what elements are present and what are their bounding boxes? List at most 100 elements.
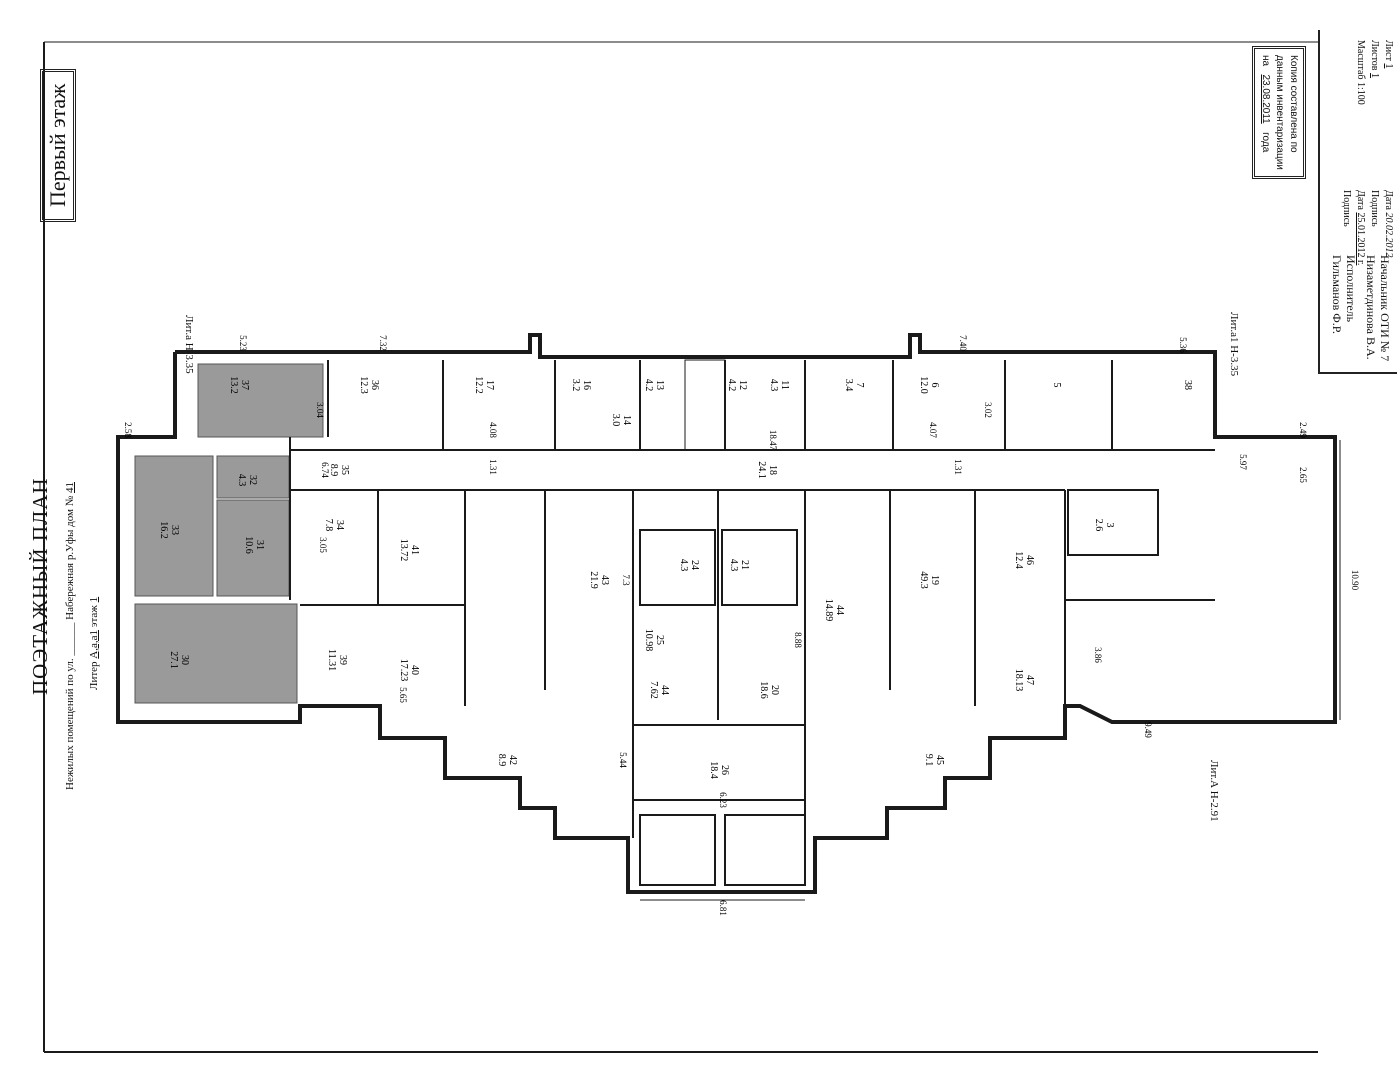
sheet-info: Лист 1 Листов 1 Масштаб 1:100 (1353, 40, 1395, 105)
room-label: 163.2 (570, 379, 592, 392)
dimension-label: 10.90 (1350, 570, 1360, 591)
dimension-label: 6.23 (718, 792, 728, 808)
room-label: 73.4 (843, 379, 865, 392)
date-label-1: Дата (1383, 190, 1394, 210)
room-label: 612.0 (918, 376, 940, 394)
dimension-label: 3.04 (315, 402, 325, 418)
room-label: 3713.2 (228, 376, 250, 394)
sheet-label: Лист (1383, 40, 1394, 61)
room-label: 5 (1051, 383, 1062, 388)
dimension-label: 3.02 (983, 402, 993, 418)
room-label: 2510.98 (643, 629, 665, 652)
dimension-label: 2.49 (1298, 422, 1308, 438)
plan-title: ПОЭТАЖНЫЙ ПЛАН (28, 477, 52, 695)
date-value-1: 20.02.2012 (1383, 212, 1394, 258)
room-label: 4321.9 (588, 571, 610, 589)
lit-a1-top: Лит.а1 Н-3.35 (1228, 312, 1240, 377)
dimension-label: 1.31 (488, 459, 498, 475)
room-label: 459.1 (923, 754, 945, 767)
room-label: 244.3 (678, 559, 700, 572)
room-label: 1949.3 (918, 571, 940, 589)
date-label-2: Дата (1355, 190, 1366, 210)
dimension-label: 3.86 (1093, 647, 1103, 663)
floor-word: этаж (88, 605, 100, 628)
lit-A: Лит.А Н-2.91 (1208, 760, 1220, 822)
room-label: 3110.6 (243, 536, 265, 554)
responsible-persons: Начальник ОТИ № 7 Низаметдинова В.А. Исп… (1330, 255, 1392, 361)
room-label: 1824.1 (756, 461, 778, 479)
exec-name: Гильманов Ф.Р. (1330, 255, 1344, 334)
dimension-label: 4.08 (488, 422, 498, 438)
dimension-label: 3.05 (318, 537, 328, 553)
dimension-label: 18.47 (768, 430, 778, 451)
dimension-label: 7.32 (378, 335, 388, 351)
exec-role: Исполнитель (1344, 255, 1358, 323)
room-label: 4113.72 (398, 539, 420, 562)
copy-stamp: Копия составлена по данным инвентаризаци… (1252, 46, 1306, 179)
title-block (1318, 30, 1397, 374)
house-number: 41 (64, 482, 76, 493)
stamp-line1: Копия составлена по (1288, 55, 1299, 153)
room-label: 3911.31 (326, 649, 348, 671)
dimension-label: 7.3 (621, 574, 631, 586)
dimension-label: 5.97 (1238, 454, 1248, 470)
dimension-label: 5.23 (238, 335, 248, 351)
sheets-label: Листов (1369, 40, 1380, 71)
dimension-label: 6.74 (320, 462, 330, 478)
building-outline (116, 333, 1337, 894)
room-label: 32.6 (1093, 519, 1115, 532)
stamp-suffix: года (1260, 132, 1271, 153)
dimension-label: 6.81 (718, 900, 728, 916)
room-label: 358.9 (328, 464, 350, 477)
dimension-label: 4.07 (928, 422, 938, 438)
room-label: 214.3 (728, 559, 750, 572)
sheets-value: 1 (1369, 73, 1380, 79)
room-label: 4414.89 (823, 599, 845, 622)
room-label: 38 (1182, 380, 1193, 390)
room-label: 4612.4 (1013, 551, 1035, 569)
liter-line: Литер А,а,а1 этаж 1 (88, 597, 100, 690)
stamp-line2: данным инвентаризации (1274, 55, 1285, 170)
room-label: 1712.2 (473, 376, 495, 394)
lit-a-top: Лит.а Н-3.35 (183, 315, 195, 374)
sheet-value: 1 (1383, 63, 1394, 69)
room-label: 447.62 (648, 681, 670, 699)
room-label: 143.0 (610, 414, 632, 427)
room-label: 2018.6 (758, 681, 780, 699)
floor-label-box: Первый этаж (40, 68, 76, 222)
dimension-label: 2.58 (123, 422, 133, 438)
address-prefix: Нежилых помещений по ул. (64, 658, 76, 790)
scale-label: Масштаб 1:100 (1355, 40, 1366, 105)
dimension-label: 2.65 (1298, 467, 1308, 483)
room-label: 134.2 (643, 379, 665, 392)
floor-label: Первый этаж (45, 83, 70, 207)
room-label: 324.3 (236, 474, 258, 487)
dimension-label: 7.40 (958, 335, 968, 351)
stamp-line3: на 23.08.2011 года (1258, 55, 1272, 170)
floor-number: 1 (88, 596, 100, 603)
room-label: 2618.4 (708, 761, 730, 779)
room-label: 3316.2 (158, 521, 180, 539)
stamp-prefix: на (1260, 55, 1271, 67)
dimension-label: 5.65 (398, 687, 408, 703)
street: Набережная р.Уфы (64, 529, 76, 620)
room-label: 3027.1 (168, 651, 190, 669)
dimension-label: 5.44 (618, 752, 628, 768)
room-label: 124.2 (726, 379, 748, 392)
house-label: дом № (64, 495, 76, 527)
interior-walls (289, 359, 1215, 886)
room-label: 428.9 (496, 754, 518, 767)
dimension-label: 1.31 (953, 459, 963, 475)
address-line: Нежилых помещений по ул. ______ Набережн… (64, 482, 76, 790)
dimension-label: 8.88 (793, 632, 803, 648)
room-label: 4718.13 (1013, 669, 1035, 692)
liter-value: А,а,а1 (88, 629, 100, 659)
head-name: Низаметдинова В.А. (1364, 255, 1378, 360)
liter-label: Литер (88, 661, 100, 690)
dimension-label: 5.36 (1178, 337, 1188, 353)
stamp-date: 23.08.2011 (1260, 74, 1271, 124)
room-label: 3612.3 (358, 376, 380, 394)
